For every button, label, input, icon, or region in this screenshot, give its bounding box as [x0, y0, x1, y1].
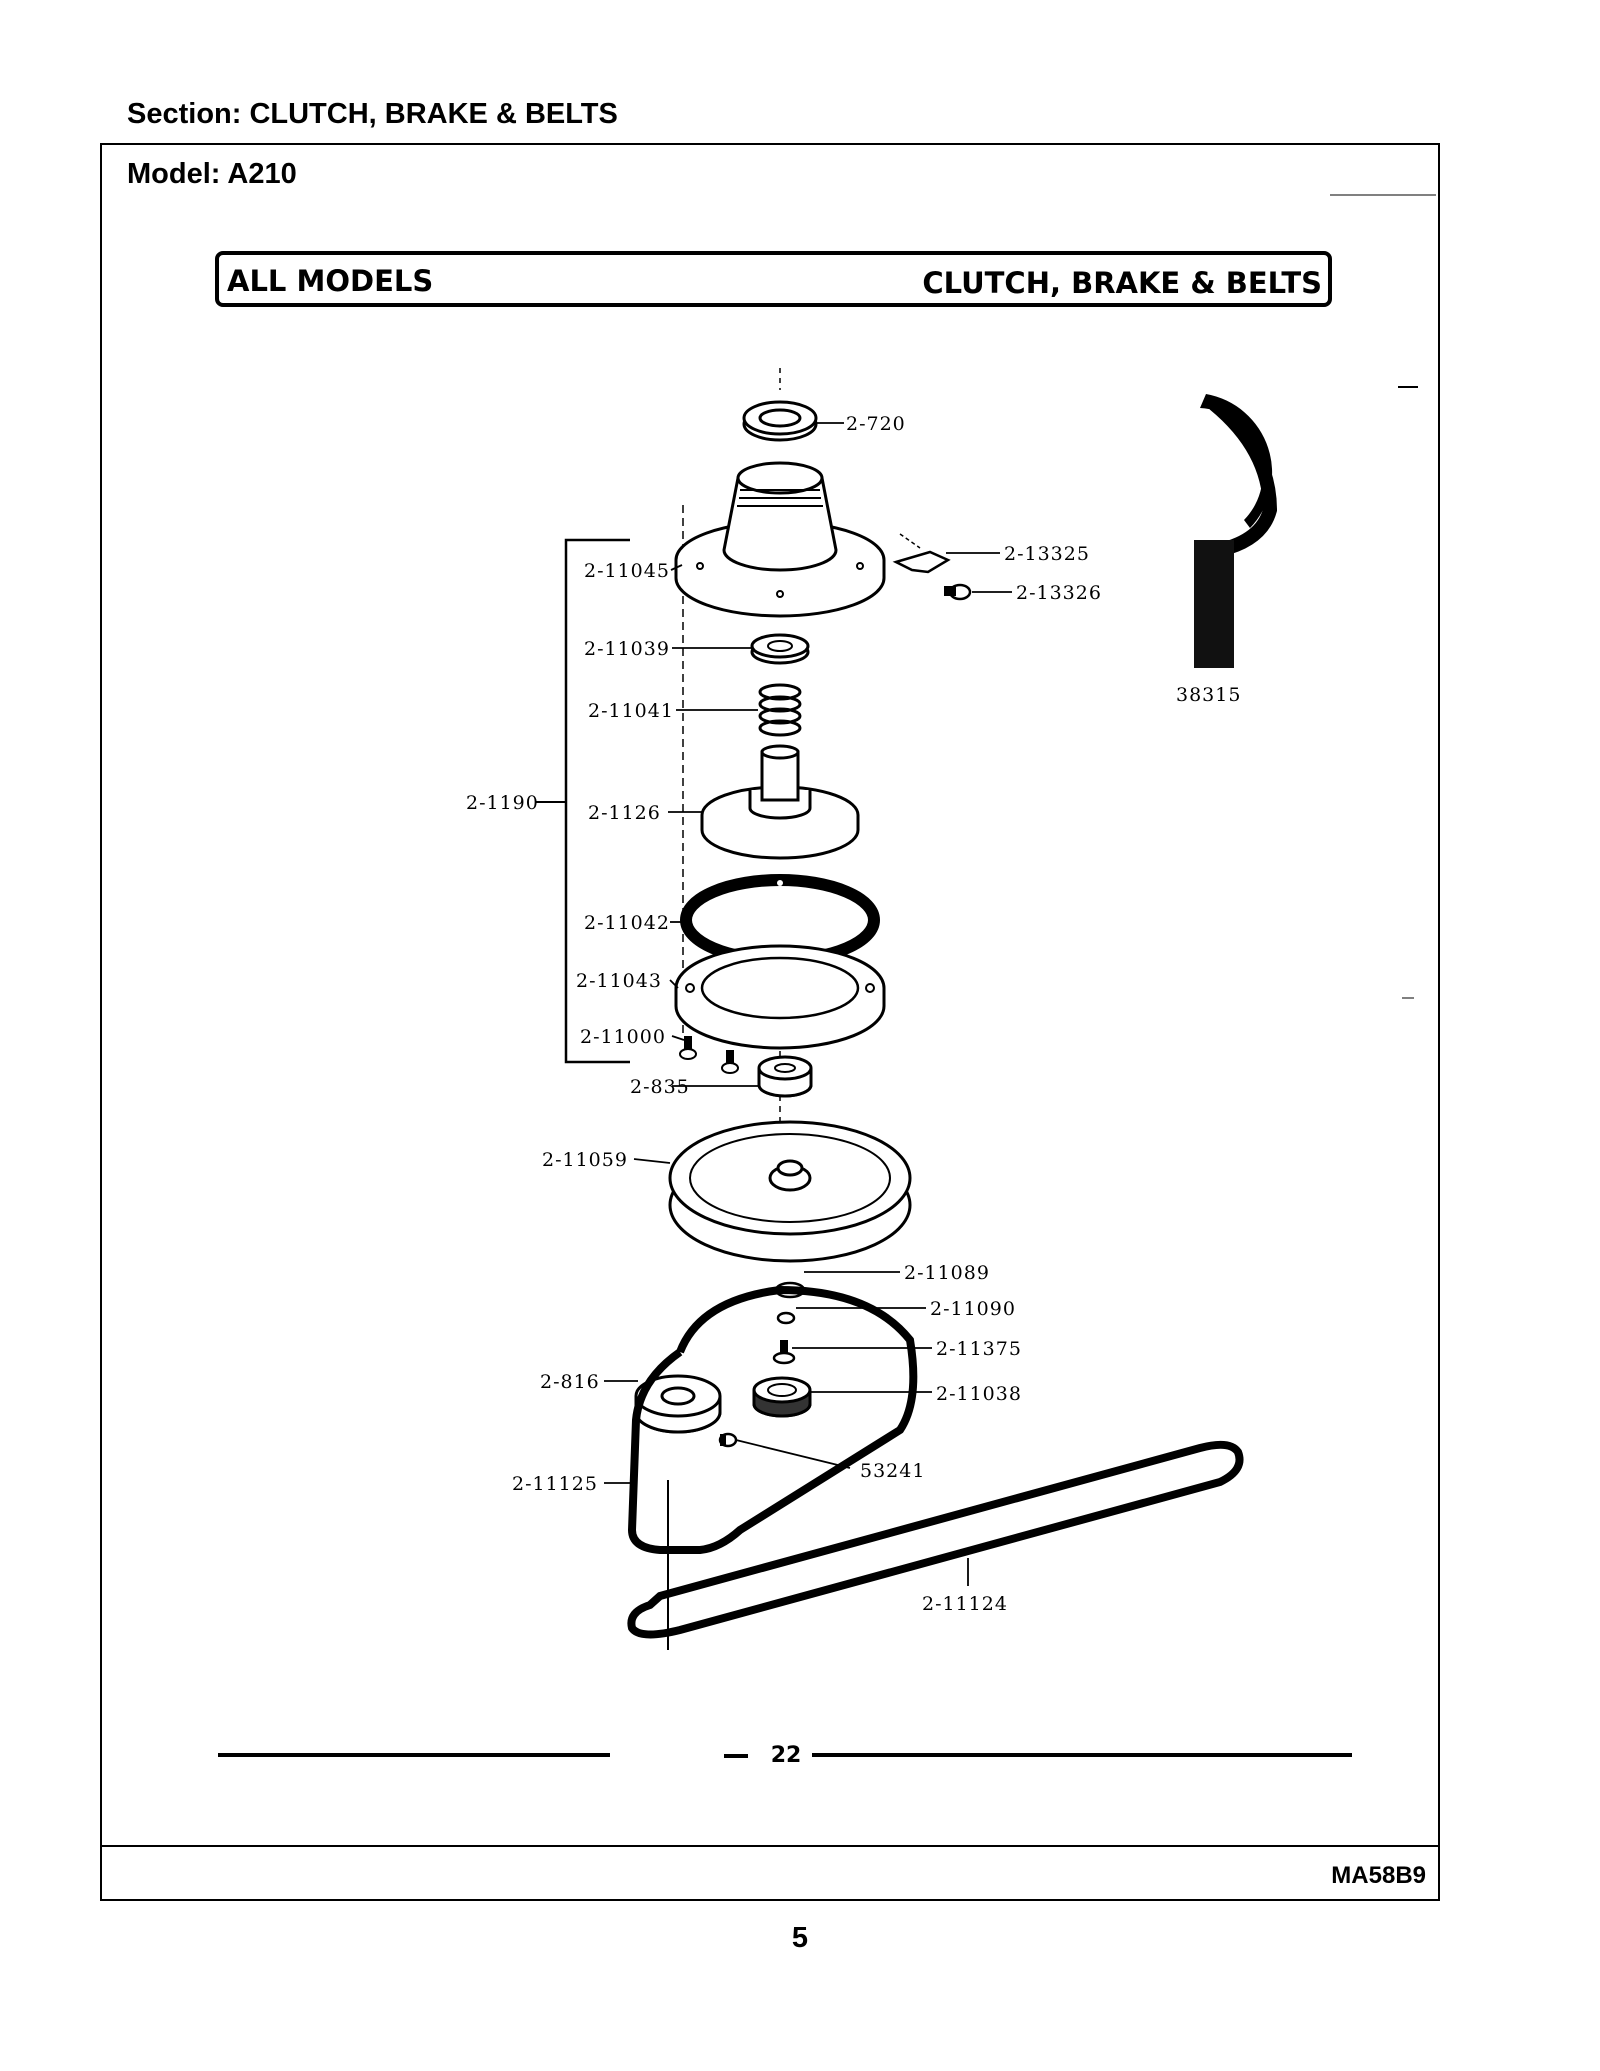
- label-2-11125: 2-11125: [512, 1473, 598, 1495]
- label-2-1126: 2-1126: [588, 802, 661, 824]
- label-2-11124: 2-11124: [922, 1593, 1008, 1615]
- belt-2-11124: [627, 1440, 1244, 1639]
- label-38315: 38315: [1176, 684, 1241, 706]
- label-2-11038: 2-11038: [936, 1383, 1022, 1405]
- page-number: 5: [791, 1922, 809, 1954]
- banner-left: ALL MODELS: [227, 264, 433, 298]
- belt-2-11125: [627, 1285, 918, 1554]
- label-2-11039: 2-11039: [584, 638, 670, 660]
- brake-housing-2-11043: [674, 944, 886, 1050]
- motor-pulley-2-816: [634, 1374, 722, 1434]
- label-2-13326: 2-13326: [1016, 582, 1102, 604]
- label-2-11041: 2-11041: [588, 700, 674, 722]
- page-frame: [100, 143, 1440, 1901]
- diagram-page-footer: 22: [218, 1743, 1352, 1768]
- bearing-2-720: [742, 400, 818, 442]
- diagram-page-number: 22: [771, 1743, 802, 1768]
- label-2-11090: 2-11090: [930, 1298, 1016, 1320]
- label-2-11089: 2-11089: [904, 1262, 990, 1284]
- label-2-13325: 2-13325: [1004, 543, 1090, 565]
- label-2-11059: 2-11059: [542, 1149, 628, 1171]
- label-2-1190: 2-1190: [466, 792, 539, 814]
- bolt-2-11375: [772, 1340, 796, 1365]
- diagram-banner: ALL MODELS CLUTCH, BRAKE & BELTS: [215, 251, 1332, 307]
- label-2-11375: 2-11375: [936, 1338, 1022, 1360]
- label-2-720: 2-720: [846, 413, 906, 435]
- seal-2-11039: [750, 633, 810, 665]
- banner-right: CLUTCH, BRAKE & BELTS: [922, 266, 1322, 300]
- model-title: Model: A210: [127, 158, 297, 190]
- bushing-2-835: [757, 1055, 813, 1098]
- label-2-11042: 2-11042: [584, 912, 670, 934]
- label-2-11000: 2-11000: [580, 1026, 666, 1048]
- label-2-11043: 2-11043: [576, 970, 662, 992]
- washer-2-11090: [776, 1311, 796, 1325]
- setscrew-53241: [718, 1432, 738, 1448]
- leader-lines: [604, 422, 1012, 1586]
- label-2-11045: 2-11045: [584, 560, 670, 582]
- label-2-835: 2-835: [630, 1076, 690, 1098]
- spring-2-11041: [758, 683, 802, 737]
- clip-2-13325: [892, 533, 951, 574]
- housing-2-11045: [674, 461, 886, 618]
- footer-divider: [102, 1845, 1438, 1847]
- section-title: Section: CLUTCH, BRAKE & BELTS: [127, 98, 618, 130]
- label-2-816: 2-816: [540, 1371, 600, 1393]
- seal-2-11038: [752, 1376, 812, 1418]
- pulley-2-11059: [668, 1120, 912, 1263]
- clutch-2-1126: [700, 744, 860, 860]
- document-code: MA58B9: [1331, 1862, 1426, 1889]
- label-53241: 53241: [860, 1460, 925, 1482]
- screw-2-13326: [944, 583, 972, 601]
- screws-2-11000: [679, 1036, 739, 1074]
- spanner-wrench-38315: [1194, 394, 1278, 668]
